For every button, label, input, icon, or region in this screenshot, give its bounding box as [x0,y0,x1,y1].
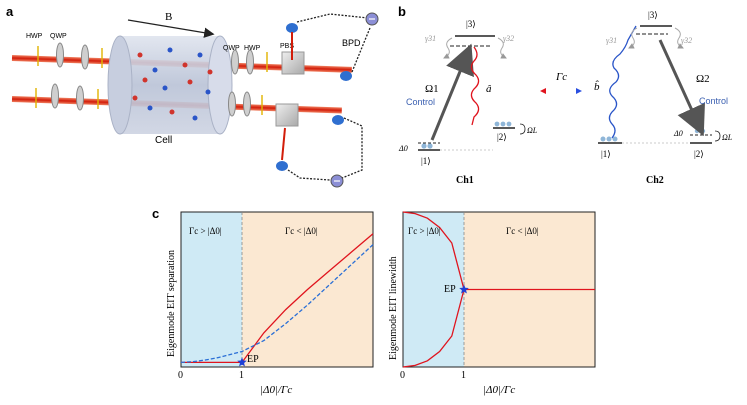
coupling-label: Γc [555,71,567,83]
photodetectors [276,23,352,171]
ch1-probe-label: â [486,83,492,95]
ch1-omegaL-label: ΩL [527,126,538,135]
ch2-level-1-label: |1⟩ [601,149,611,159]
panel-a-setup: a Cell B HWP QWP [6,4,379,188]
left-ep-star [237,357,247,367]
ch2-probe-label: b̂ [594,80,600,93]
right-curves [402,211,595,368]
left-pt-region [181,212,242,367]
left-series-0 [181,233,374,364]
panel-c-plots: c Γc > |Δ0| Γc < |Δ0| EP 0 1 |Δ0|/Γc Eig… [152,206,596,396]
qwp2-label: QWP [223,45,240,52]
ch1-gamma32-label: γ32 [503,34,514,43]
right-broken-region-label: Γc < |Δ0| [506,226,539,236]
left-curves [180,233,374,367]
right-series-1 [402,289,465,368]
bpd-cables [287,13,371,181]
right-series-0 [402,211,595,291]
cell-label: Cell [155,135,172,146]
right-waveplates [228,49,254,117]
ch2-gamma31-label: γ31 [606,36,617,45]
left-plot-frame [180,211,374,368]
bpd-label: BPD [342,38,361,48]
left-x-tick-0: 0 [178,370,183,381]
reflected-beam-lower [281,127,286,161]
ch2-level-3-label: |3⟩ [648,10,658,20]
right-ep-label: EP [444,284,456,295]
polarization-markers [35,46,268,115]
ch2-level-2-label: |2⟩ [694,149,704,159]
coupling-arrow-left-head [540,88,546,94]
panel-label-a: a [6,4,14,19]
ch1-omegaL-brace [519,123,526,135]
plot-separation: Γc > |Δ0| Γc < |Δ0| EP 0 1 |Δ0|/Γc Eigen… [166,211,374,396]
hwp2-label: HWP [244,45,261,52]
pbs-cube-lower [275,103,299,127]
panel-label-c: c [152,206,159,221]
ch2-omega-label: Ω2 [696,73,710,85]
ch1-name: Ch1 [456,175,474,186]
right-ylabel: Eigenmode EIT linewidth [388,256,399,360]
left-ep-label: EP [247,354,259,365]
ch2-probe-wave [608,25,637,139]
ch2-omegaL-label: ΩL [722,133,733,142]
ch1-delta0-label: Δ0 [398,144,408,153]
left-ylabel: Eigenmode EIT separation [166,250,177,357]
ch2-control-label: Control [699,96,728,106]
ch2-populations [600,128,706,142]
magnetic-field-arrow [127,19,215,38]
ch2-scheme: |3⟩ |1⟩ |2⟩ γ31 γ32 Ω2 Control b̂ Δ0 ΩL … [594,10,733,186]
bpd-units [330,12,379,188]
panel-b-levels: b |3⟩ |1⟩ |2⟩ γ31 γ32 Ω1 Control [398,4,733,186]
ch2-delta0-label: Δ0 [673,129,683,138]
ch1-decay-31 [443,37,453,59]
ch1-scheme: |3⟩ |1⟩ |2⟩ γ31 γ32 Ω1 Control â Δ0 ΩL C… [398,19,538,186]
left-pt-region-label: Γc > |Δ0| [189,226,222,236]
ch2-gamma32-label: γ32 [681,36,692,45]
right-pt-region-label: Γc > |Δ0| [408,226,441,236]
ch2-name: Ch2 [646,175,664,186]
ch1-control-arrow [430,43,474,141]
right-x-tick-0: 0 [400,370,405,381]
atoms [132,47,213,121]
left-xlabel: |Δ0|/Γc [260,384,292,396]
pbs-label: PBS [280,43,294,50]
ch1-populations [421,121,512,149]
ch1-omega-label: Ω1 [425,83,439,95]
plot-linewidth: Γc > |Δ0| Γc < |Δ0| EP 0 1 |Δ0|/Γc Eigen… [388,211,596,396]
right-ep-star [459,284,469,294]
ch1-probe-wave [470,46,480,126]
panel-label-b: b [398,4,406,19]
hwp-label: HWP [26,33,43,40]
right-xlabel: |Δ0|/Γc [483,384,515,396]
left-broken-region-label: Γc < |Δ0| [285,226,318,236]
left-x-tick-1: 1 [239,370,244,381]
ch2-decay-32 [674,27,684,49]
ch1-decay-32 [497,37,507,59]
left-waveplates [51,42,89,111]
ch1-level-1-label: |1⟩ [421,156,431,166]
ch2-decay-31 [628,27,638,49]
ch1-level-2-label: |2⟩ [497,132,507,142]
right-pt-region [403,212,464,367]
ch1-level-3-label: |3⟩ [466,19,476,29]
coupling-arrow-right-head [576,88,582,94]
field-label: B [165,11,172,23]
right-x-tick-1: 1 [461,370,466,381]
ch1-gamma31-label: γ31 [425,34,436,43]
qwp-label: QWP [50,33,67,40]
ch1-control-label: Control [406,97,435,107]
left-series-1 [180,244,374,364]
ch2-omegaL-brace [714,130,721,142]
ch2-control-arrow [658,39,705,137]
